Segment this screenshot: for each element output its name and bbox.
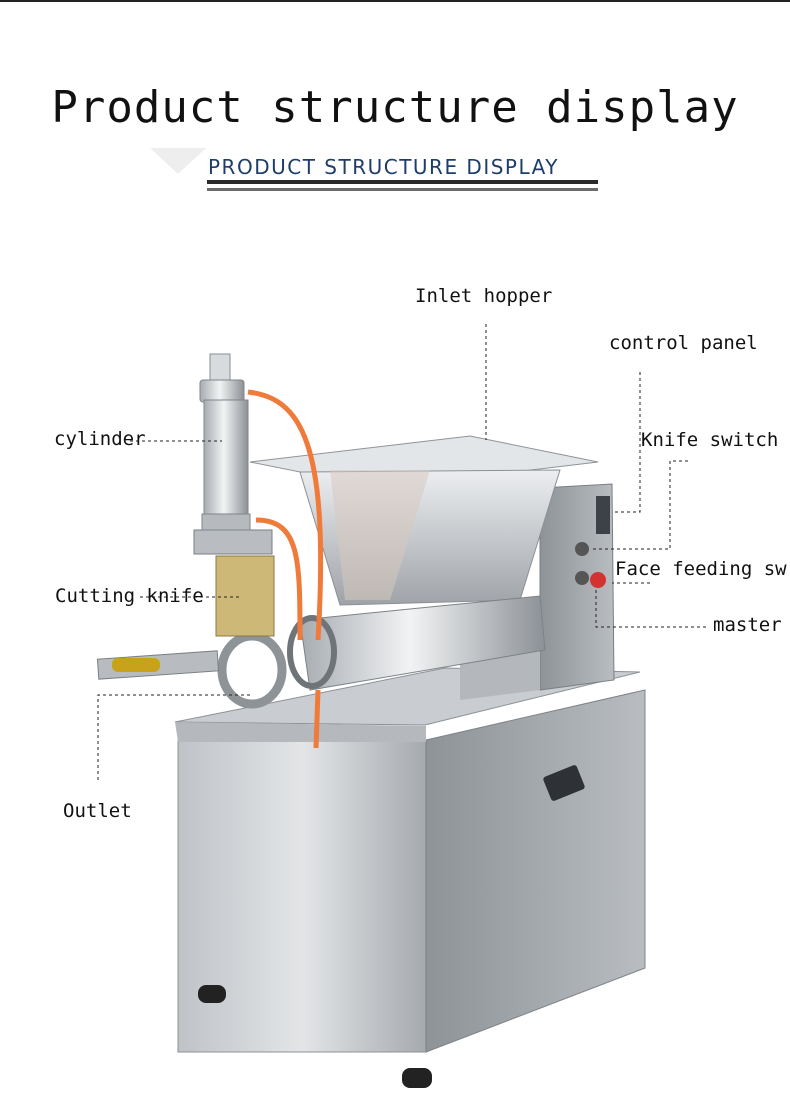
hose-lower (255, 517, 303, 641)
control-display (596, 496, 610, 534)
wheel-right (402, 1068, 432, 1088)
hopper-shadow (330, 470, 430, 600)
cabinet-lip (175, 722, 426, 742)
subtitle-underline-secondary (207, 188, 598, 191)
leader-knife-switch (592, 460, 688, 550)
cylinder-cap (199, 379, 245, 403)
cylinder-barrel (203, 399, 249, 519)
cylinder-base (201, 513, 251, 531)
cabinet-side (425, 689, 646, 1053)
leader-control-panel (612, 372, 641, 513)
label-cylinder: cylinder (54, 428, 146, 450)
cabinet-front (177, 739, 427, 1053)
label-inlet-hopper: Inlet hopper (415, 285, 553, 307)
subtitle-underline (207, 180, 598, 184)
outlet-ring (217, 631, 287, 709)
label-cutting-knife: Cutting knife (55, 585, 204, 607)
label-face-feeding-switch: Face feeding sw (615, 558, 787, 580)
label-control-panel: control panel (609, 332, 758, 354)
master-switch-knob (590, 572, 606, 588)
leader-outlet (97, 694, 250, 780)
knife-mount (193, 529, 273, 555)
knife-switch-knob (575, 542, 589, 556)
hose-down (313, 689, 321, 749)
outlet-clamp (287, 615, 337, 689)
top-rule (0, 0, 790, 2)
knife-plate (215, 555, 275, 637)
leader-lines (97, 324, 706, 780)
label-master: master (713, 614, 782, 636)
sensor (112, 658, 160, 672)
feeding-switch-knob (575, 571, 589, 585)
wheel-left (198, 985, 226, 1003)
decorative-triangle (150, 148, 206, 174)
label-outlet: Outlet (63, 800, 132, 822)
label-knife-switch: Knife switch (641, 429, 779, 451)
leader-master (595, 590, 706, 628)
hose-upper (247, 389, 324, 641)
page-subtitle: PRODUCT STRUCTURE DISPLAY (208, 155, 559, 179)
auger-tube (299, 595, 546, 691)
cabinet-handle (543, 765, 585, 801)
page-title: Product structure display (51, 82, 739, 133)
